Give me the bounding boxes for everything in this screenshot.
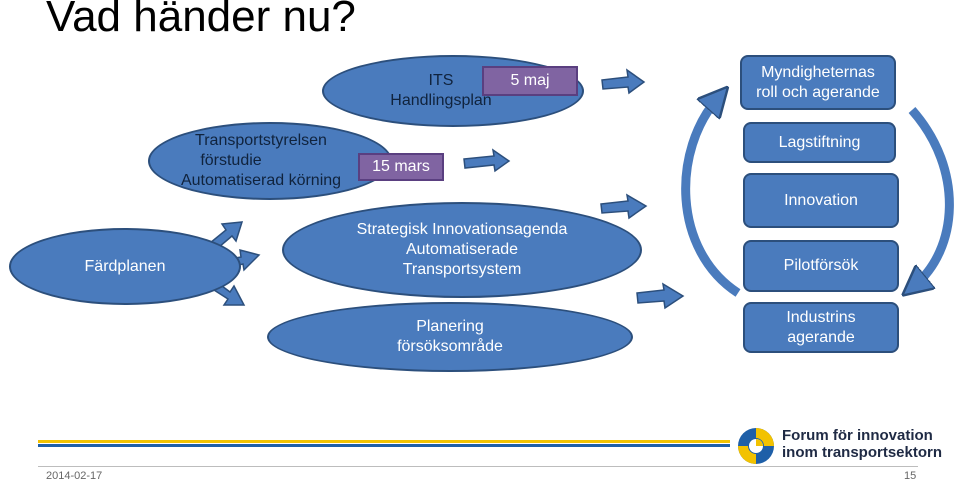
page-number: 15	[904, 470, 917, 482]
cycle-arrow-right	[912, 107, 954, 286]
transportstyrelsen-node: Transportstyrelsen förstudie Automatiser…	[148, 122, 392, 200]
fardplanen-node: Färdplanen	[9, 228, 241, 305]
industrins-box: Industrins agerande	[743, 302, 899, 353]
its-line1: ITS	[428, 72, 454, 89]
page-title: Vad händer nu?	[46, 0, 356, 41]
strategisk-line1: Strategisk Innovationsagenda	[356, 221, 568, 238]
planering-node: Planering försöksområde	[267, 302, 633, 372]
pilotforsok-label: Pilotförsök	[783, 257, 859, 274]
innovation-label: Innovation	[784, 191, 858, 209]
planering-line1: Planering	[416, 318, 484, 335]
date-tag-maj: 5 maj	[482, 66, 578, 96]
lagstiftning-box: Lagstiftning	[743, 122, 896, 163]
myndigheternas-box: Myndigheternas roll och agerande	[740, 55, 896, 110]
myndigheternas-line1: Myndigheternas	[761, 63, 875, 81]
footer-blue-line	[38, 444, 730, 447]
transportstyrelsen-line2: förstudie	[200, 152, 262, 169]
forum-logo-line1: Forum för innovation	[782, 427, 933, 444]
strategisk-line3: Transportsystem	[402, 261, 522, 278]
forum-logo-text: Forum för innovation inom transportsekto…	[782, 427, 943, 461]
myndigheternas-line2: roll och agerande	[756, 83, 880, 101]
arrow-from-planering	[636, 282, 685, 310]
arrow-to-strategisk	[463, 148, 511, 173]
lagstiftning-label: Lagstiftning	[778, 133, 861, 151]
its-line2: Handlingsplan	[390, 92, 492, 109]
transportstyrelsen-line3: Automatiserad körning	[180, 172, 342, 189]
transportstyrelsen-line1: Transportstyrelsen	[195, 132, 327, 149]
forum-logo-icon	[738, 428, 774, 464]
innovation-box: Innovation	[743, 173, 899, 228]
date-tag-mars: 15 mars	[358, 153, 444, 181]
strategisk-line2: Automatiserade	[405, 241, 519, 258]
arrow-down-right	[212, 281, 246, 306]
industrins-line1: Industrins	[786, 308, 856, 326]
fardplanen-label: Färdplanen	[84, 257, 166, 275]
strategisk-node: Strategisk Innovationsagenda Automatiser…	[282, 202, 642, 298]
footer-gold-line	[38, 440, 730, 443]
cycle-arrow-left	[681, 98, 741, 297]
planering-line2: försöksområde	[397, 338, 503, 355]
footer-date: 2014-02-17	[46, 470, 103, 482]
arrow-from-its	[601, 68, 646, 95]
arrow-from-strategisk	[600, 193, 648, 220]
forum-logo-line2: inom transportsektorn	[782, 443, 943, 461]
footer-divider	[38, 466, 918, 467]
pilotforsok-box: Pilotförsök	[743, 240, 899, 292]
industrins-line2: agerande	[787, 328, 855, 346]
